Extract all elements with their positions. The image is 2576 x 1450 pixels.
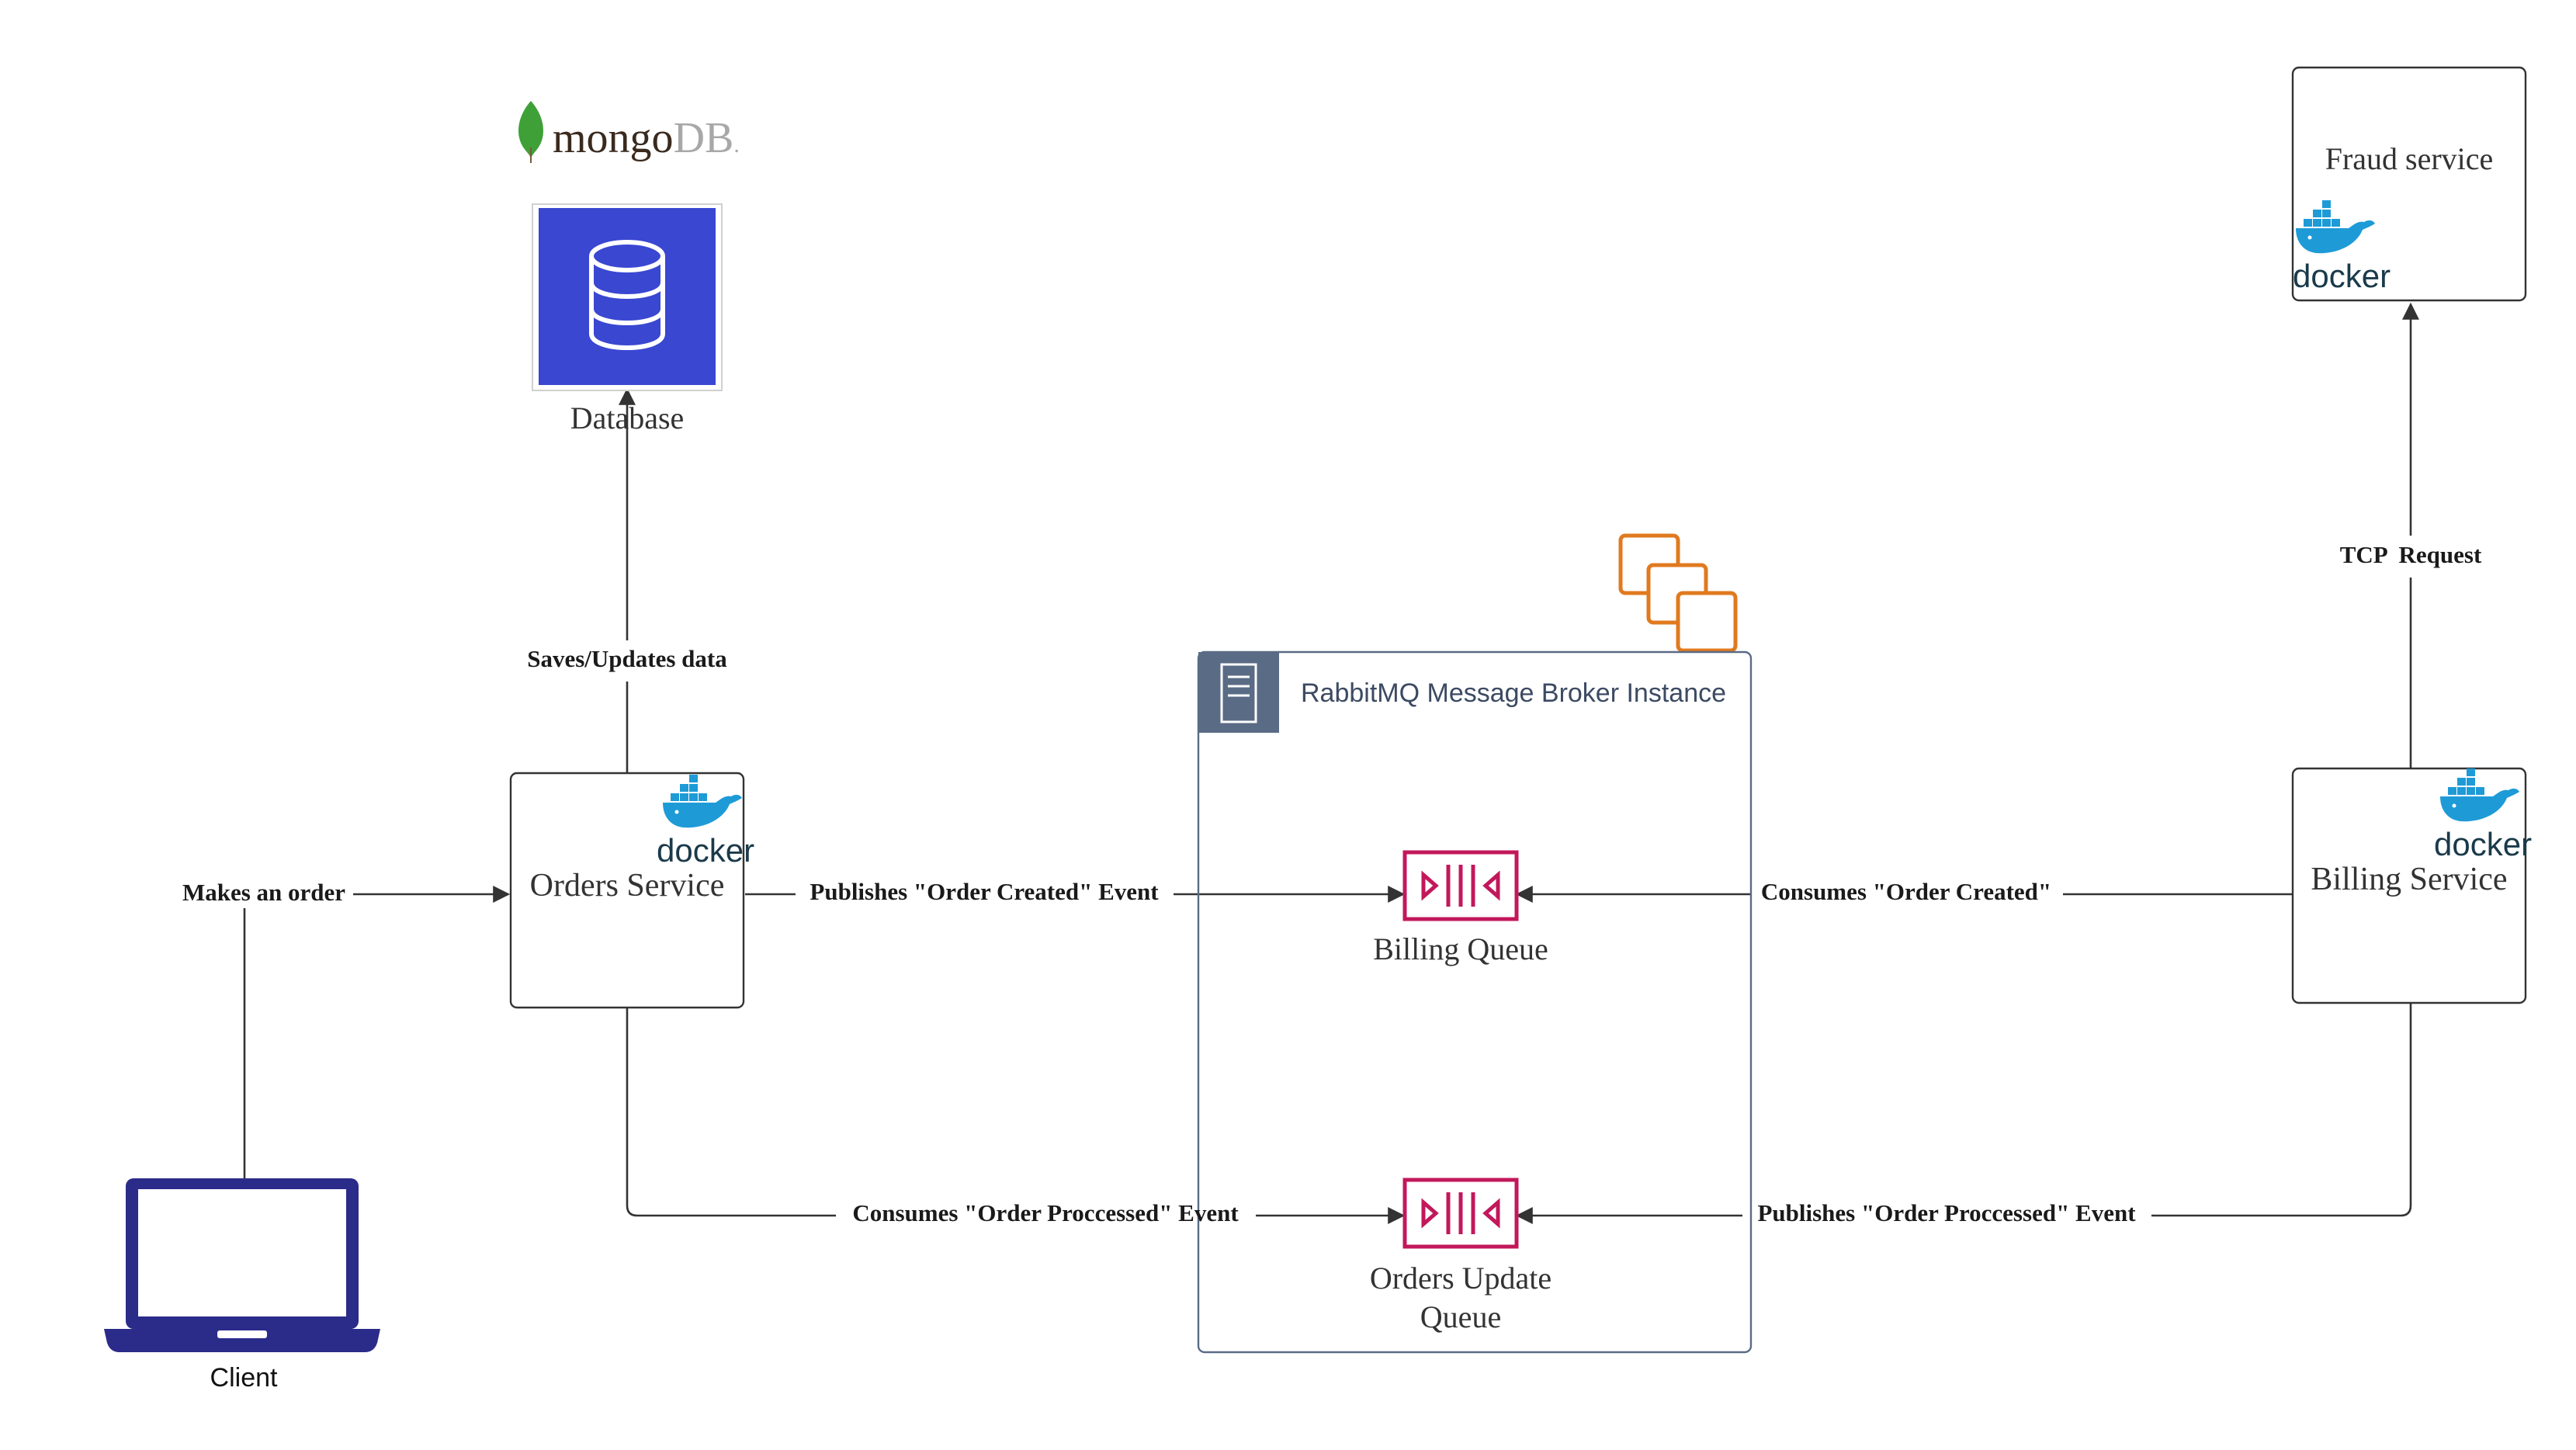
queue-icon bbox=[1402, 850, 1519, 921]
label-publishes-order-processed: Publishes "Order Proccessed" Event bbox=[1757, 1199, 2136, 1226]
orders-update-queue-label-1: Orders Update bbox=[1370, 1261, 1551, 1296]
auto-scaling-group-icon bbox=[1618, 533, 1738, 653]
billing-service-node[interactable]: docker Billing Service bbox=[2291, 767, 2532, 1004]
mongodb-dot: . bbox=[733, 132, 740, 158]
broker-group[interactable]: RabbitMQ Message Broker Instance Billing… bbox=[1197, 533, 1753, 1354]
fraud-service-node[interactable]: Fraud service docker bbox=[2291, 66, 2527, 302]
label-tcp-request: TCP Request bbox=[2340, 541, 2482, 568]
server-icon bbox=[1220, 663, 1257, 723]
billing-service-label: Billing Service bbox=[2311, 862, 2507, 897]
docker-icon: docker bbox=[657, 775, 754, 869]
database-label: Database bbox=[570, 401, 685, 435]
broker-label: RabbitMQ Message Broker Instance bbox=[1301, 678, 1726, 708]
label-makes-order: Makes an order bbox=[182, 879, 345, 906]
edge-publish-processed-a bbox=[2151, 1003, 2412, 1217]
mongodb-logo: mongoDB. bbox=[518, 101, 740, 163]
orders-service-node[interactable]: docker Orders Service bbox=[509, 772, 754, 1009]
mongodb-db: DB bbox=[674, 114, 734, 162]
docker-icon: docker bbox=[2293, 200, 2391, 294]
edge-consume-processed-a bbox=[626, 1008, 836, 1217]
docker-icon: docker bbox=[2434, 768, 2532, 862]
database-icon bbox=[589, 240, 665, 350]
mongodb-word: mongo bbox=[553, 114, 674, 162]
svg-text:mongoDB.: mongoDB. bbox=[553, 114, 740, 162]
orders-service-label: Orders Service bbox=[530, 868, 725, 904]
fraud-service-label: Fraud service bbox=[2325, 141, 2494, 176]
client-node[interactable]: Client bbox=[104, 1178, 380, 1393]
docker-word: docker bbox=[2293, 258, 2391, 294]
laptop-icon bbox=[104, 1178, 380, 1352]
edge-labels: Makes an order Saves/Updates data Publis… bbox=[182, 541, 2482, 1226]
database-node[interactable]: Database bbox=[532, 203, 723, 435]
client-label: Client bbox=[210, 1363, 278, 1393]
billing-queue-label: Billing Queue bbox=[1373, 931, 1548, 966]
billing-queue-node[interactable]: Billing Queue bbox=[1373, 850, 1548, 966]
docker-word: docker bbox=[2434, 826, 2532, 862]
label-consumes-order-created: Consumes "Order Created" bbox=[1761, 878, 2051, 905]
label-publishes-order-created: Publishes "Order Created" Event bbox=[810, 878, 1159, 905]
label-saves-updates: Saves/Updates data bbox=[527, 645, 727, 672]
mongodb-leaf-icon bbox=[518, 101, 543, 158]
connectors bbox=[243, 302, 2419, 1224]
orders-update-queue-label-2: Queue bbox=[1420, 1299, 1501, 1334]
queue-icon bbox=[1402, 1178, 1519, 1249]
label-consumes-order-processed: Consumes "Order Proccessed" Event bbox=[852, 1199, 1239, 1226]
orders-update-queue-node[interactable]: Orders Update Queue bbox=[1370, 1178, 1551, 1334]
docker-word: docker bbox=[657, 832, 754, 869]
